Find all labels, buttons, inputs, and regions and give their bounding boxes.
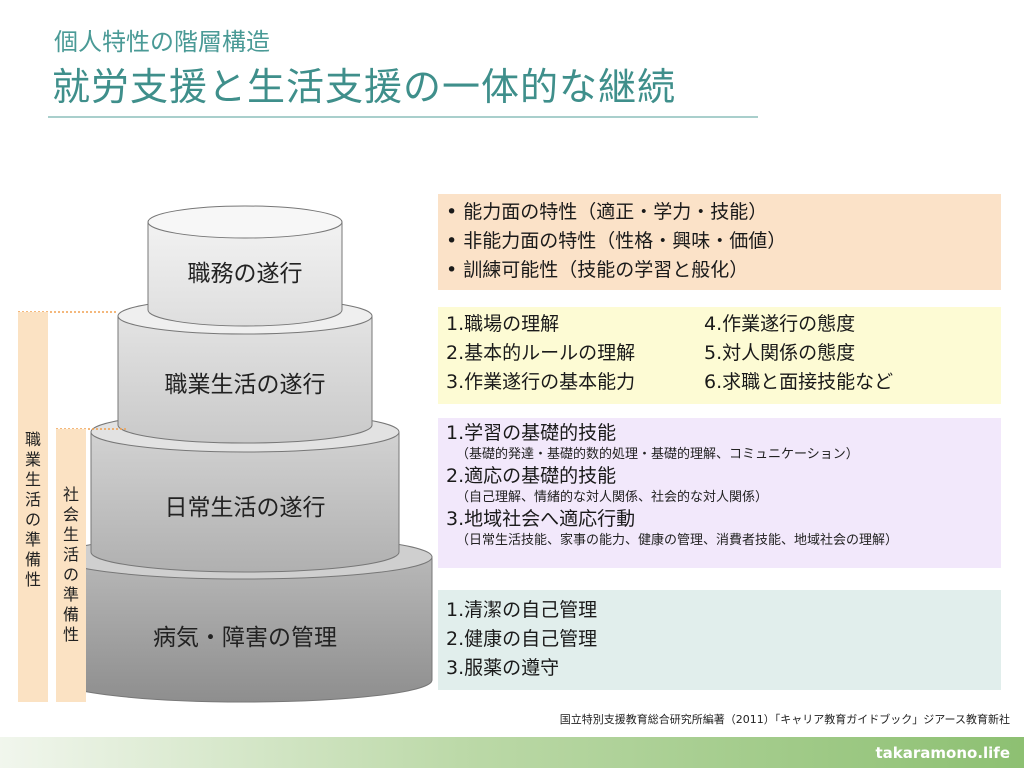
list-item: 1.学習の基礎的技能 — [446, 422, 617, 444]
tier-3-label: 日常生活の遂行 — [165, 495, 326, 521]
panel-health-management: 1.清潔の自己管理 2.健康の自己管理 3.服薬の遵守 — [438, 590, 1001, 690]
panel-work-life: 1.職場の理解 4.作業遂行の態度 2.基本的ルールの理解 5.対人関係の態度 … — [438, 307, 1001, 404]
list-item: • 能力面の特性（適正・学力・技能） — [446, 201, 768, 223]
title-divider — [48, 116, 758, 118]
citation: 国立特別支援教育総合研究所編著（2011）「キャリア教育ガイドブック」ジアース教… — [559, 713, 1010, 726]
list-item: 6.求職と面接技能など — [704, 371, 894, 393]
list-item: 5.対人関係の態度 — [704, 342, 856, 364]
tier-1-label: 職務の遂行 — [188, 261, 303, 287]
list-item-note: （自己理解、情緒的な対人関係、社会的な対人関係） — [456, 490, 769, 505]
list-item: 3.地域社会へ適応行動 — [446, 508, 636, 530]
pyramid-tier-1 — [147, 205, 343, 327]
list-item: 2.適応の基礎的技能 — [446, 465, 617, 487]
list-item: 4.作業遂行の態度 — [704, 313, 856, 335]
list-item: 3.作業遂行の基本能力 — [446, 371, 636, 393]
page-subtitle: 個人特性の階層構造 — [54, 28, 270, 56]
list-item: 2.基本的ルールの理解 — [446, 342, 636, 364]
list-item: 3.服薬の遵守 — [446, 657, 560, 679]
list-item-note: （日常生活技能、家事の能力、健康の管理、消費者技能、地域社会の理解） — [456, 533, 899, 548]
tier-2-label: 職業生活の遂行 — [165, 372, 326, 398]
list-item: 1.清潔の自己管理 — [446, 599, 598, 621]
list-item: 2.健康の自己管理 — [446, 628, 598, 650]
list-item: • 訓練可能性（技能の学習と般化） — [446, 259, 749, 281]
page-title: 就労支援と生活支援の一体的な継続 — [52, 65, 677, 109]
list-item: 1.職場の理解 — [446, 313, 560, 335]
footer-site-name: takaramono.life — [875, 744, 1010, 762]
list-item-note: （基礎的発達・基礎的数的処理・基礎的理解、コミュニケーション） — [456, 447, 859, 462]
list-item: • 非能力面の特性（性格・興味・価値） — [446, 230, 787, 252]
inner-side-label: 社会生活の準備性 — [56, 429, 86, 702]
panel-daily-life: 1.学習の基礎的技能 （基礎的発達・基礎的数的処理・基礎的理解、コミュニケーショ… — [438, 418, 1001, 568]
tier-4-label: 病気・障害の管理 — [153, 625, 337, 651]
panel-job-performance: • 能力面の特性（適正・学力・技能） • 非能力面の特性（性格・興味・価値） •… — [438, 194, 1001, 290]
footer-bar — [0, 737, 1024, 768]
outer-side-label: 職業生活の準備性 — [18, 312, 48, 702]
